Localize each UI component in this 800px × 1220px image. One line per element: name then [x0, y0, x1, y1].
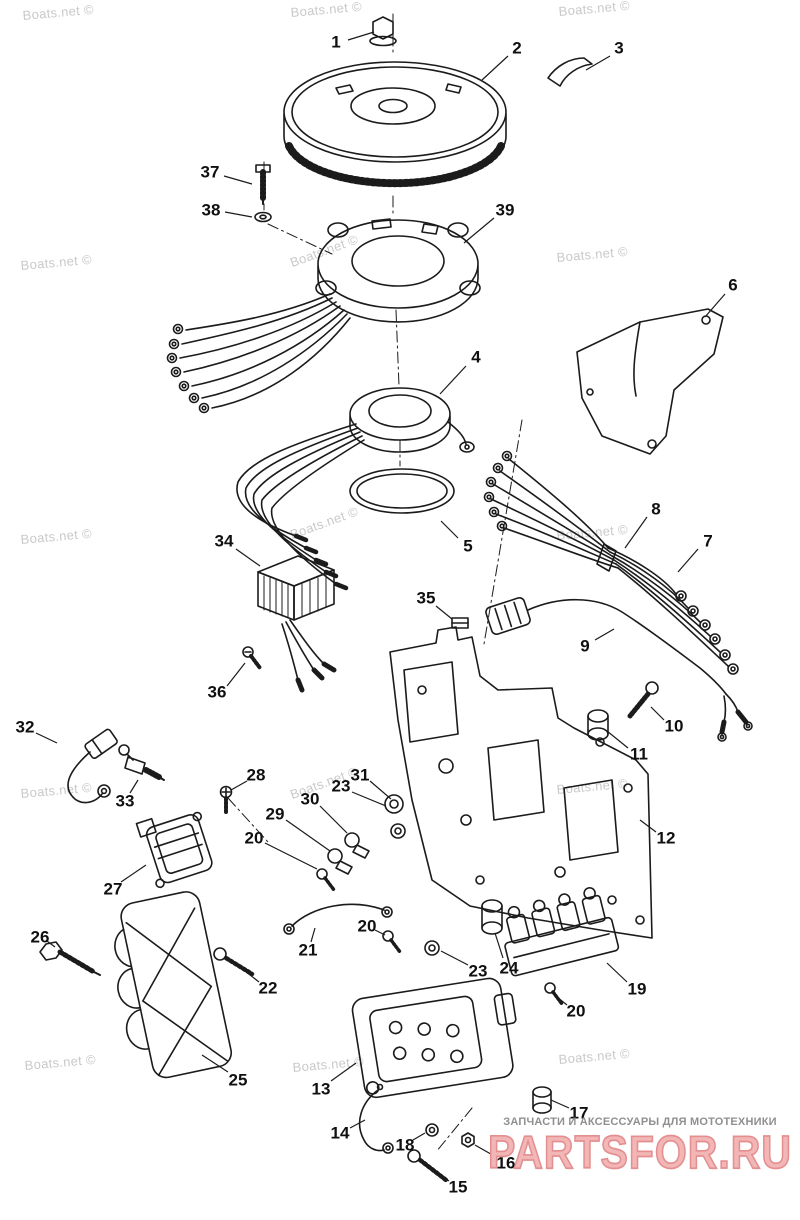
part-callout-34: 34	[214, 531, 234, 551]
stator-bolt	[255, 164, 271, 205]
spark-plug	[118, 744, 165, 781]
part-callout-31: 31	[350, 765, 370, 785]
coil-pack-screw	[544, 982, 564, 1006]
partsfor-branding: ЗАПЧАСТИ И АКСЕССУАРЫ ДЛЯ МОТОТЕХНИКИ PA…	[484, 1116, 796, 1176]
footer-tagline: ЗАПЧАСТИ И АКСЕССУАРЫ ДЛЯ МОТОТЕХНИКИ	[503, 1116, 777, 1128]
part-callout-36: 36	[207, 682, 227, 702]
part-callout-17: 17	[569, 1103, 589, 1123]
clamp-screw	[316, 868, 336, 892]
trigger-lead-terminals	[293, 533, 349, 591]
part-callout-27: 27	[103, 879, 123, 899]
part-callout-5: 5	[463, 536, 473, 556]
stator	[166, 218, 481, 414]
spacer-cylinder	[481, 899, 503, 935]
wire-harness	[483, 450, 739, 675]
mounting-plate	[389, 626, 653, 939]
part-callout-6: 6	[728, 275, 738, 295]
coil-screw	[219, 785, 233, 816]
ground-wire	[283, 903, 393, 935]
part-callout-23: 23	[468, 961, 488, 981]
stator-washer	[254, 211, 272, 223]
part-callout-38: 38	[201, 200, 221, 220]
gasket	[349, 468, 455, 514]
spacer-bolt	[627, 681, 659, 719]
part-callout-39: 39	[495, 200, 515, 220]
part-callout-7: 7	[703, 531, 713, 551]
plate-screw	[382, 930, 402, 954]
cable-clamp-1	[344, 832, 370, 859]
part-callout-4: 4	[471, 347, 481, 367]
part-callout-11: 11	[630, 744, 648, 764]
part-callout-25: 25	[228, 1070, 248, 1090]
part-callout-21: 21	[298, 940, 318, 960]
coil-pack	[504, 887, 620, 977]
spark-plug-lead	[67, 728, 118, 804]
cap	[532, 1086, 552, 1114]
wedge-key	[547, 57, 593, 87]
part-callout-10: 10	[664, 716, 684, 736]
cdi-wire	[358, 1083, 394, 1154]
part-callout-23: 23	[331, 776, 351, 796]
retainer-clip	[451, 617, 469, 629]
cable-clamp-2	[327, 848, 353, 875]
part-callout-35: 35	[416, 588, 436, 608]
rectifier	[257, 555, 337, 693]
part-callout-22: 22	[258, 978, 278, 998]
part-callout-16: 16	[496, 1153, 516, 1173]
part-callout-33: 33	[115, 791, 135, 811]
part-callout-19: 19	[627, 979, 647, 999]
washer-lower	[424, 940, 440, 956]
washer-bottom	[425, 1123, 439, 1137]
footer-brand: PARTSFOR.RU	[487, 1126, 793, 1179]
cover-bolt	[213, 947, 255, 977]
part-callout-20: 20	[357, 916, 377, 936]
connector-plug	[485, 597, 531, 635]
harness-tie	[596, 543, 617, 572]
part-callout-37: 37	[200, 162, 220, 182]
trigger	[236, 387, 475, 591]
coil-cover	[114, 891, 233, 1079]
part-callout-2: 2	[512, 38, 522, 58]
part-callout-8: 8	[651, 499, 661, 519]
part-callout-32: 32	[15, 717, 35, 737]
part-callout-24: 24	[499, 958, 519, 978]
cdi-module	[351, 977, 517, 1099]
cover-bolt-long	[39, 941, 101, 976]
hex-nut	[461, 1132, 475, 1148]
part-callout-14: 14	[330, 1123, 350, 1143]
grommet	[384, 794, 404, 814]
part-callout-20: 20	[244, 828, 264, 848]
part-callout-13: 13	[311, 1079, 331, 1099]
ignition-coil	[135, 811, 213, 889]
bottom-bolt	[407, 1149, 449, 1183]
part-callout-26: 26	[30, 927, 50, 947]
stator-lead-terminals	[166, 323, 210, 414]
harness-left-terminals	[483, 450, 513, 532]
flywheel-nut	[369, 16, 397, 47]
harness-cable	[527, 598, 753, 742]
washer-upper	[390, 823, 406, 839]
part-callout-30: 30	[300, 789, 320, 809]
part-callout-29: 29	[265, 804, 285, 824]
part-callout-12: 12	[656, 828, 676, 848]
flywheel	[283, 61, 507, 188]
part-callout-28: 28	[246, 765, 266, 785]
part-callout-18: 18	[395, 1135, 415, 1155]
harness-right-terminals	[675, 590, 739, 675]
rectifier-screw	[242, 646, 262, 670]
part-callout-15: 15	[448, 1177, 468, 1197]
part-callout-3: 3	[614, 38, 624, 58]
bracket	[576, 308, 724, 455]
part-callout-9: 9	[580, 636, 590, 656]
spacer-sleeve	[587, 709, 609, 741]
part-callout-1: 1	[331, 32, 341, 52]
part-callout-20: 20	[566, 1001, 586, 1021]
